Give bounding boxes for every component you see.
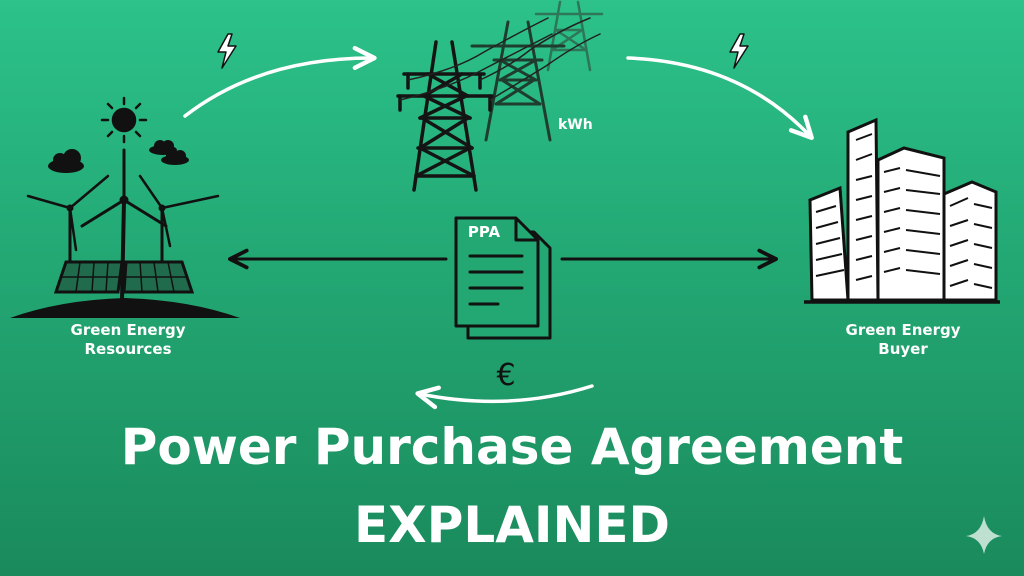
buyer-buildings-icon [804,117,1000,304]
cloud-icon [48,140,189,173]
energy-flow-arrow-to-grid [183,45,377,118]
currency-symbol: € [496,358,516,393]
power-grid-towers [396,0,604,192]
ppa-document-label: PPA [467,223,501,241]
ground [10,298,240,318]
lightning-icon [729,33,749,69]
page-subtitle: EXPLAINED [353,496,670,554]
lightning-icon [217,33,237,69]
energy-unit-label: kWh [558,117,593,133]
page-title: Power Purchase Agreement [120,418,904,476]
solar-panel-icon [53,260,195,294]
energy-flow-arrow-to-buyer [626,56,814,140]
wind-turbine-icon [26,148,220,302]
payment-arrow [415,384,594,410]
sparkle-icon [966,516,1002,554]
ppa-document-icon [454,216,552,340]
buyer-label: Green Energy Buyer [845,321,961,358]
sun-icon [100,96,148,144]
renewable-energy-source [10,96,240,318]
source-label: Green Energy Resources [70,321,186,358]
